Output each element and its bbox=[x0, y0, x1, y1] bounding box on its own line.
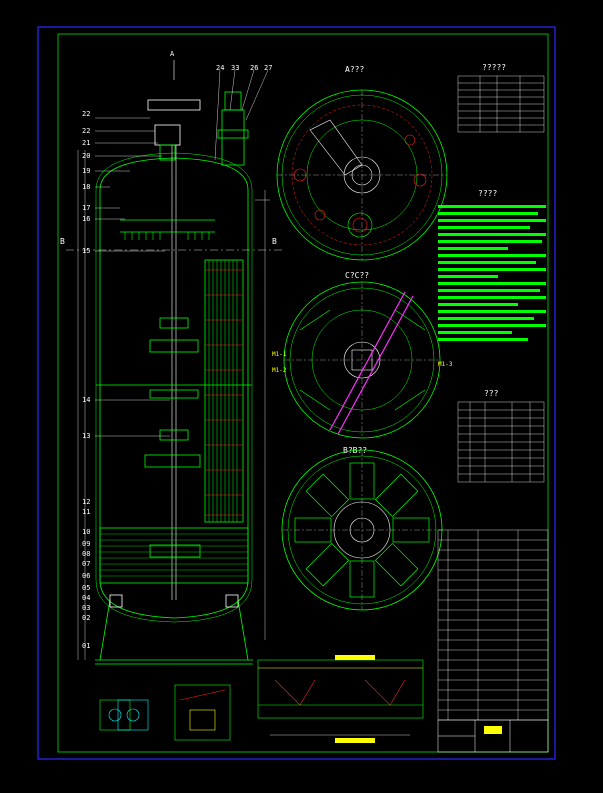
part-number: 12 bbox=[82, 498, 90, 506]
part-number: 26 bbox=[250, 64, 258, 72]
view-a-title: A??? bbox=[345, 65, 364, 74]
a-arrow-label: A bbox=[170, 50, 175, 58]
nozzle-label: M1-2 bbox=[272, 367, 287, 374]
coil-tube-bundle bbox=[204, 259, 244, 523]
nozzle-label: M1-3 bbox=[438, 361, 453, 368]
vessel-elevation bbox=[95, 91, 253, 665]
part-number: 13 bbox=[82, 432, 90, 440]
view-c-magenta-coil bbox=[329, 291, 414, 435]
part-number: 19 bbox=[82, 167, 90, 175]
part-number: 02 bbox=[82, 614, 90, 622]
title-block bbox=[437, 719, 549, 753]
part-number: 07 bbox=[82, 560, 90, 568]
table-mid-title: ??? bbox=[484, 389, 499, 398]
part-number: 22 bbox=[82, 127, 90, 135]
part-numbers-left-upper: 22 22 21 20 19 18 17 16 15 bbox=[82, 110, 90, 255]
sparger-teeth bbox=[124, 232, 210, 240]
parts-list-table bbox=[437, 529, 549, 721]
part-number: 14 bbox=[82, 396, 90, 404]
part-number: 18 bbox=[82, 183, 90, 191]
dimension-lines-left bbox=[77, 150, 270, 660]
part-numbers-right-top: 24 33 26 27 bbox=[216, 64, 272, 72]
view-b-coil-segments bbox=[294, 462, 430, 598]
inner-frame bbox=[57, 33, 549, 753]
part-number: 08 bbox=[82, 550, 90, 558]
view-c-circle bbox=[283, 281, 441, 439]
part-number: 05 bbox=[82, 584, 90, 592]
part-number: 01 bbox=[82, 642, 90, 650]
detail-view-bottom-center bbox=[257, 655, 424, 743]
tech-req-text-block bbox=[438, 205, 546, 341]
part-number: 33 bbox=[231, 64, 239, 72]
view-c-title: C?C?? bbox=[345, 271, 369, 280]
view-a-circle bbox=[276, 89, 448, 261]
part-number: 22 bbox=[82, 110, 90, 118]
part-number: 09 bbox=[82, 540, 90, 548]
detail-view-bottom-left bbox=[99, 699, 149, 731]
part-number: 20 bbox=[82, 152, 90, 160]
part-number: 27 bbox=[264, 64, 272, 72]
part-number: 10 bbox=[82, 528, 90, 536]
nozzle-table bbox=[457, 401, 545, 483]
part-number: 15 bbox=[82, 247, 90, 255]
design-data-table bbox=[457, 75, 545, 133]
part-number: 06 bbox=[82, 572, 90, 580]
tech-req-title: ???? bbox=[478, 189, 497, 198]
detail-view-bottom-mid bbox=[174, 684, 231, 741]
section-b-right-label: B bbox=[272, 237, 277, 246]
part-number: 17 bbox=[82, 204, 90, 212]
table-top-title: ????? bbox=[482, 63, 506, 72]
outer-frame bbox=[37, 26, 556, 760]
part-number: 16 bbox=[82, 215, 90, 223]
leader-lines bbox=[95, 69, 269, 437]
part-number: 24 bbox=[216, 64, 224, 72]
bottom-coil-hatching bbox=[100, 533, 248, 577]
part-number: 03 bbox=[82, 604, 90, 612]
part-numbers-left-lower: 14 13 12 11 10 09 08 07 06 05 04 03 02 0… bbox=[82, 396, 90, 650]
nozzle-label: M1-1 bbox=[272, 351, 287, 358]
view-b-circle bbox=[281, 449, 443, 611]
part-number: 21 bbox=[82, 139, 90, 147]
part-number: 04 bbox=[82, 594, 90, 602]
section-b-left-label: B bbox=[60, 237, 65, 246]
part-number: 11 bbox=[82, 508, 90, 516]
